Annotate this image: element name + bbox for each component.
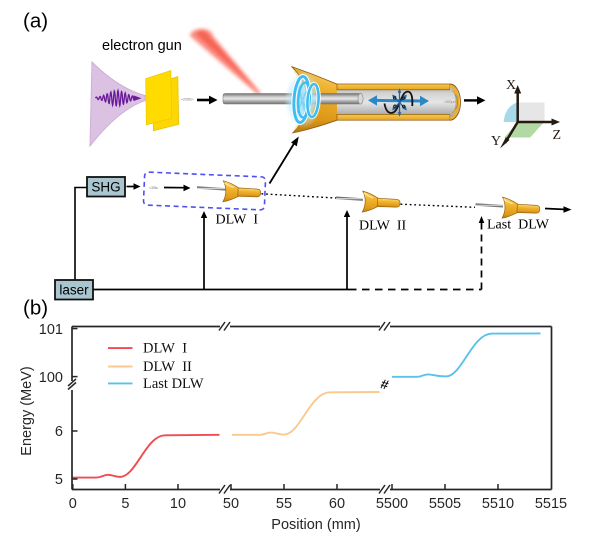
svg-text:50: 50 xyxy=(223,496,239,512)
svg-text:60: 60 xyxy=(329,496,345,512)
svg-text:(a): (a) xyxy=(23,10,48,33)
svg-text:laser: laser xyxy=(59,283,89,298)
svg-text:Last DLW: Last DLW xyxy=(487,218,550,233)
svg-text:(b): (b) xyxy=(23,297,48,320)
svg-text:6: 6 xyxy=(55,424,63,440)
svg-text:5500: 5500 xyxy=(376,496,408,512)
svg-text:5: 5 xyxy=(55,472,63,488)
svg-text:Position (mm): Position (mm) xyxy=(271,517,360,533)
svg-text:5510: 5510 xyxy=(482,496,514,512)
svg-text:≈205fs≈: ≈205fs≈ xyxy=(181,98,194,102)
svg-text:DLW II: DLW II xyxy=(143,359,192,375)
svg-text:Z: Z xyxy=(553,128,562,143)
svg-text:5515: 5515 xyxy=(535,496,567,512)
svg-text:Y: Y xyxy=(491,134,501,149)
svg-text:DLW I: DLW I xyxy=(143,341,187,357)
svg-text:≈500μm: ≈500μm xyxy=(444,100,456,104)
svg-text:0: 0 xyxy=(69,496,77,512)
svg-text:10: 10 xyxy=(170,496,186,512)
svg-text:5: 5 xyxy=(121,496,129,512)
svg-text:55: 55 xyxy=(276,496,292,512)
svg-text:5505: 5505 xyxy=(429,496,461,512)
svg-text:Last DLW: Last DLW xyxy=(143,376,204,392)
svg-text:DLW II: DLW II xyxy=(359,219,406,234)
svg-text:101: 101 xyxy=(39,322,63,338)
svg-text:DLW I: DLW I xyxy=(216,213,259,228)
svg-text:≈35fs: ≈35fs xyxy=(149,186,158,190)
svg-text:electron gun: electron gun xyxy=(102,38,182,54)
svg-text:SHG: SHG xyxy=(91,180,120,195)
svg-text:#: # xyxy=(379,376,391,393)
svg-text:X: X xyxy=(506,78,516,93)
svg-text:Energy (MeV): Energy (MeV) xyxy=(19,366,35,455)
svg-text:100: 100 xyxy=(39,370,63,386)
